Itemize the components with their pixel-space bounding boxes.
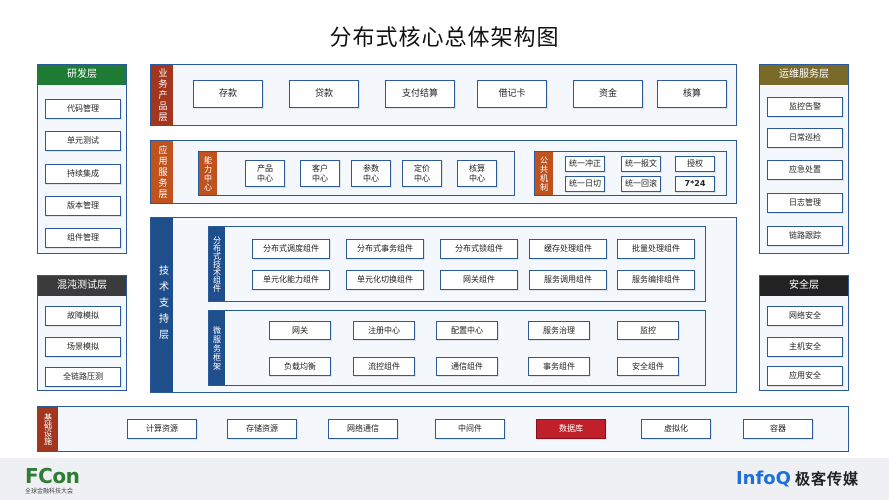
- chaos-layer-panel: 混沌测试层 故障模拟 场景模拟 全链路压测: [37, 275, 127, 391]
- security-layer-title: 安全层: [760, 276, 848, 296]
- ops-item: 日常巡检: [767, 128, 843, 148]
- common-mechanism-label: 公共机制: [535, 152, 553, 195]
- dev-item: 持续集成: [45, 164, 121, 184]
- dist-item: 服务编排组件: [617, 270, 695, 290]
- micro-item: 监控: [617, 321, 679, 340]
- infra-item-database: 数据库: [536, 419, 606, 439]
- infoq-logo-cn: 极客传媒: [794, 470, 859, 488]
- dev-item: 代码管理: [45, 99, 121, 119]
- dev-layer-panel: 研发层 代码管理 单元测试 持续集成 版本管理 组件管理: [37, 64, 127, 254]
- micro-item: 负载均衡: [269, 357, 331, 376]
- chaos-item: 故障模拟: [45, 306, 121, 326]
- business-item: 资金: [573, 80, 643, 108]
- micro-item: 安全组件: [617, 357, 679, 376]
- micro-item: 服务治理: [528, 321, 590, 340]
- common-item: 统一回滚: [621, 176, 661, 192]
- dev-item: 版本管理: [45, 196, 121, 216]
- business-item: 存款: [193, 80, 263, 108]
- infra-layer-panel: 基础设施 计算资源 存储资源 网络通信 中间件 数据库 虚拟化 容器: [37, 406, 849, 452]
- dist-item: 分布式调度组件: [252, 239, 330, 259]
- business-layer-label: 业务产品层: [151, 65, 173, 125]
- microservice-framework-label: 微服务框架: [209, 311, 225, 385]
- dist-item: 批量处理组件: [617, 239, 695, 259]
- common-item: 统一报文: [621, 156, 661, 172]
- footer-bar: FCon 全球金融科技大会 InfoQ 极客传媒: [0, 458, 889, 500]
- capability-item: 核算 中心: [457, 160, 497, 187]
- infra-item: 存储资源: [227, 419, 297, 439]
- security-item: 网络安全: [767, 306, 843, 326]
- business-layer-panel: 业务产品层 存款 贷款 支付结算 借记卡 资金 核算: [150, 64, 737, 126]
- infra-item: 容器: [743, 419, 813, 439]
- capability-center: 能力中心 产品 中心 客户 中心 参数 中心 定价 中心 核算 中心: [198, 151, 515, 196]
- dev-item: 组件管理: [45, 228, 121, 248]
- infra-item: 虚拟化: [641, 419, 711, 439]
- page-title: 分布式核心总体架构图: [329, 26, 560, 51]
- dist-item: 缓存处理组件: [529, 239, 607, 259]
- common-item: 统一冲正: [565, 156, 605, 172]
- security-layer-panel: 安全层 网络安全 主机安全 应用安全: [759, 275, 849, 391]
- app-layer-label: 应用服务层: [151, 141, 173, 203]
- dev-item: 单元测试: [45, 131, 121, 151]
- tech-layer-label: 技术支持层: [151, 218, 173, 392]
- security-item: 应用安全: [767, 366, 843, 386]
- ops-item: 应急处置: [767, 160, 843, 180]
- microservice-framework: 微服务框架 网关 注册中心 配置中心 服务治理 监控 负载均衡 流控组件 通信组…: [208, 310, 706, 386]
- infoq-logo: InfoQ 极客传媒: [736, 468, 859, 489]
- dist-item: 分布式事务组件: [346, 239, 424, 259]
- capability-item: 客户 中心: [300, 160, 340, 187]
- dist-components: 分布式技术组件 分布式调度组件 分布式事务组件 分布式锁组件 缓存处理组件 批量…: [208, 226, 706, 302]
- micro-item: 网关: [269, 321, 331, 340]
- ops-item: 链路跟踪: [767, 226, 843, 246]
- micro-item: 流控组件: [353, 357, 415, 376]
- dev-layer-title: 研发层: [38, 65, 126, 85]
- micro-item: 事务组件: [528, 357, 590, 376]
- dist-item: 服务调用组件: [529, 270, 607, 290]
- dist-item: 分布式锁组件: [440, 239, 518, 259]
- business-item: 核算: [657, 80, 727, 108]
- infoq-logo-text: InfoQ: [735, 468, 791, 489]
- chaos-item: 全链路压测: [45, 367, 121, 387]
- ops-item: 日志管理: [767, 193, 843, 213]
- capability-item: 参数 中心: [351, 160, 391, 187]
- capability-item: 定价 中心: [402, 160, 442, 187]
- dist-components-label: 分布式技术组件: [209, 227, 225, 301]
- common-mechanism: 公共机制 统一冲正 统一报文 授权 统一日切 统一回滚 7*24: [534, 151, 727, 196]
- ops-item: 监控告警: [767, 97, 843, 117]
- micro-item: 注册中心: [353, 321, 415, 340]
- common-item: 授权: [675, 156, 715, 172]
- dist-item: 单元化能力组件: [252, 270, 330, 290]
- dist-item: 网关组件: [440, 270, 518, 290]
- security-item: 主机安全: [767, 337, 843, 357]
- ops-layer-panel: 运维服务层 监控告警 日常巡检 应急处置 日志管理 链路跟踪: [759, 64, 849, 254]
- fcon-logo: FCon 全球金融科技大会: [25, 464, 80, 495]
- ops-layer-title: 运维服务层: [760, 65, 848, 85]
- chaos-item: 场景模拟: [45, 337, 121, 357]
- business-item: 借记卡: [477, 80, 547, 108]
- fcon-logo-subtitle: 全球金融科技大会: [25, 488, 74, 495]
- tech-layer-panel: 技术支持层 分布式技术组件 分布式调度组件 分布式事务组件 分布式锁组件 缓存处…: [150, 217, 737, 393]
- infra-item: 中间件: [435, 419, 505, 439]
- infra-layer-label: 基础设施: [38, 407, 58, 451]
- dist-item: 单元化切换组件: [346, 270, 424, 290]
- micro-item: 通信组件: [436, 357, 498, 376]
- common-item: 7*24: [675, 176, 715, 192]
- business-item: 贷款: [289, 80, 359, 108]
- app-layer-panel: 应用服务层 能力中心 产品 中心 客户 中心 参数 中心 定价 中心 核算 中心…: [150, 140, 737, 204]
- chaos-layer-title: 混沌测试层: [38, 276, 126, 296]
- common-item: 统一日切: [565, 176, 605, 192]
- capability-item: 产品 中心: [245, 160, 285, 187]
- fcon-logo-text: FCon: [25, 464, 80, 488]
- micro-item: 配置中心: [436, 321, 498, 340]
- infra-item: 网络通信: [328, 419, 398, 439]
- capability-center-label: 能力中心: [199, 152, 217, 195]
- business-item: 支付结算: [385, 80, 455, 108]
- infra-item: 计算资源: [127, 419, 197, 439]
